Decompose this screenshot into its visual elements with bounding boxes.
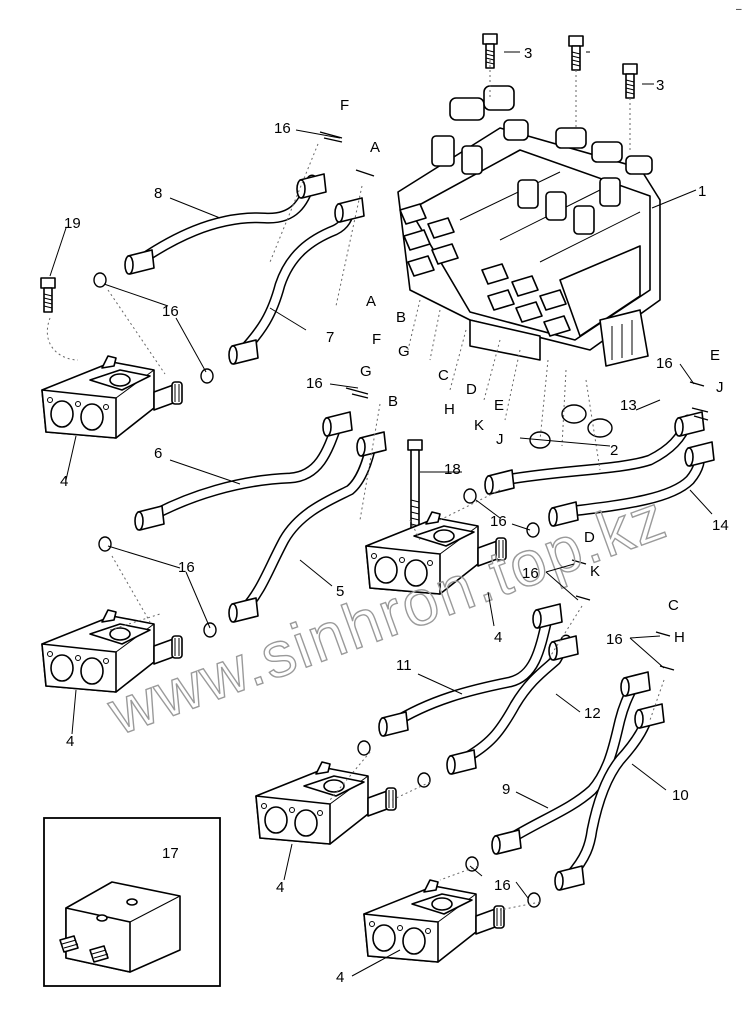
port-label-j: J (716, 379, 724, 396)
port-label-d: D (466, 381, 477, 398)
part-label-16: 16 (490, 513, 507, 530)
part-label-4: 4 (276, 879, 284, 896)
port-label-a: A (370, 139, 380, 156)
mounting-bolt (40, 277, 56, 313)
part-label-3: 3 (656, 77, 664, 94)
part-label-4: 4 (60, 473, 68, 490)
port-label-g: G (398, 343, 410, 360)
part-label-4: 4 (494, 629, 502, 646)
part-label-9: 9 (502, 781, 510, 798)
part-label-4: 4 (336, 969, 344, 986)
part-label-14: 14 (712, 517, 729, 534)
part-label-16: 16 (494, 877, 511, 894)
port-label-f: F (372, 331, 381, 348)
tube-assemblies (132, 174, 706, 882)
port-label-g: G (360, 363, 372, 380)
part-label-2: 2 (610, 442, 618, 459)
port-label-k: K (590, 563, 600, 580)
inset-panel (43, 817, 221, 987)
part-label-8: 8 (154, 185, 162, 202)
part-label-13: 13 (620, 397, 637, 414)
o-rings (93, 131, 709, 908)
port-label-h: H (444, 401, 455, 418)
part-label-11: 11 (396, 657, 412, 674)
long-bolt (407, 439, 423, 539)
part-label-16: 16 (306, 375, 323, 392)
valve-block (255, 761, 397, 845)
port-label-a: A (366, 293, 376, 310)
part-label-1: 1 (698, 183, 706, 200)
port-label-j: J (496, 431, 504, 448)
port-label-d: D (584, 529, 595, 546)
part-label-18: 18 (444, 461, 461, 478)
valve-port-fittings (399, 203, 571, 337)
valve-block (363, 879, 505, 963)
port-label-c: C (668, 597, 679, 614)
part-label-19: 19 (64, 215, 81, 232)
part-label-12: 12 (584, 705, 601, 722)
part-label-5: 5 (336, 583, 344, 600)
alignment-guides (46, 60, 665, 911)
part-label-16: 16 (178, 559, 195, 576)
part-label-16: 16 (656, 355, 673, 372)
mounting-bolt (622, 63, 638, 99)
part-label-10: 10 (672, 787, 689, 804)
part-label-17: 17 (162, 845, 179, 862)
port-label-f: F (340, 97, 349, 114)
part-label-16: 16 (274, 120, 291, 137)
port-label-e: E (710, 347, 720, 364)
port-label-b: B (396, 309, 406, 326)
port-label-h: H (674, 629, 685, 646)
part-label-3: 3 (524, 45, 532, 62)
part-label-7: 7 (326, 329, 334, 346)
part-label-6: 6 (154, 445, 162, 462)
port-label-b: B (388, 393, 398, 410)
part-number-labels: 1 2 3 3 4 4 4 4 4 5 6 7 8 9 10 11 12 13 … (60, 45, 729, 986)
port-label-c: C (438, 367, 449, 384)
port-letter-labels: F A A B F G G B C D H E K J E J D K C H (340, 97, 724, 646)
part-label-16: 16 (162, 303, 179, 320)
mounting-bolt (482, 33, 498, 69)
leader-lines (49, 51, 713, 977)
valve-solenoid-caps (431, 85, 653, 235)
page-corner-mark: – (736, 4, 742, 15)
part-label-16: 16 (606, 631, 623, 648)
port-label-k: K (474, 417, 484, 434)
part-label-4: 4 (66, 733, 74, 750)
mounting-bolt (568, 35, 584, 71)
port-label-e: E (494, 397, 504, 414)
main-control-valve (397, 85, 661, 367)
valve-block (41, 355, 183, 439)
part-label-16: 16 (522, 565, 539, 582)
